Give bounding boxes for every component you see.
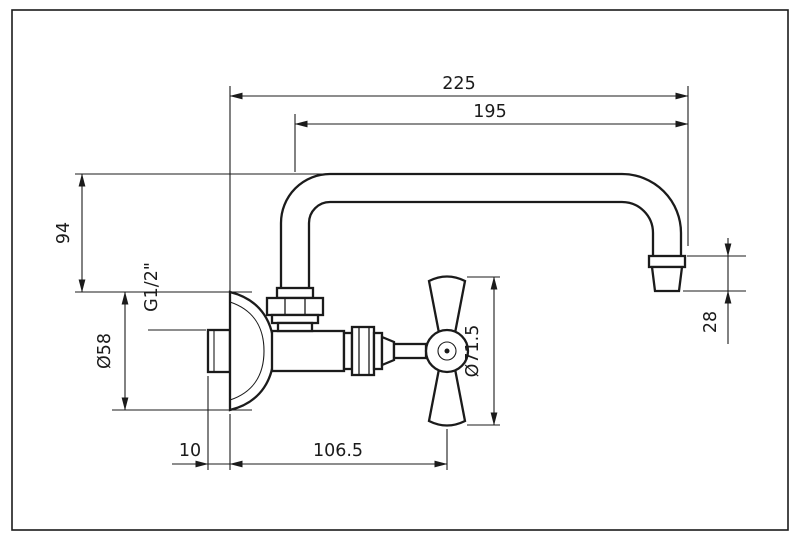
dim-label-flange-diameter: Ø58 <box>95 333 115 369</box>
dim-label-handle-diameter: Ø71.5 <box>463 325 483 378</box>
handle-hub-inner <box>437 341 457 361</box>
handle-stem <box>392 342 428 360</box>
dim-label-thread-size: G1/2" <box>142 262 162 312</box>
handle-screw-dot <box>444 348 450 354</box>
dim-label-outlet-length: 28 <box>701 311 721 333</box>
junction-collar <box>275 286 315 300</box>
spout-tube <box>279 172 683 288</box>
cross-handle <box>424 275 470 427</box>
extension-lines <box>75 86 746 470</box>
flange-inner-line <box>229 301 265 401</box>
inlet-pipe <box>206 328 232 374</box>
spout-inner-outline <box>307 200 655 288</box>
spout-aerator <box>647 254 687 293</box>
spout-outer-outline <box>279 172 683 288</box>
dimension-lines <box>78 92 732 468</box>
valve-body <box>270 329 346 373</box>
handle-top-arm <box>427 275 467 337</box>
junction-base <box>276 321 314 333</box>
bonnet-nut <box>350 325 376 377</box>
aerator-collar <box>647 254 687 269</box>
dim-label-spout-reach: 195 <box>473 102 506 122</box>
drawing-border <box>11 9 789 531</box>
spout-junction <box>265 286 325 333</box>
bonnet-cone <box>380 335 396 367</box>
aerator-body <box>650 265 684 293</box>
dim-label-handle-distance: 106.5 <box>313 441 363 461</box>
junction-ring <box>270 313 320 325</box>
inlet-pipe-body <box>206 328 232 374</box>
dim-label-spout-height: 94 <box>54 222 74 244</box>
dim-label-wall-offset: 10 <box>179 441 201 461</box>
junction-nut <box>265 296 325 317</box>
handle-bottom-arm <box>427 365 467 427</box>
valve-bonnet <box>342 325 428 377</box>
dim-label-overall-reach: 225 <box>442 74 475 94</box>
dimension-labels: 225 195 94 G1/2" Ø58 Ø71.5 28 10 106.5 <box>54 74 721 461</box>
faucet <box>206 172 687 427</box>
bonnet-ring <box>342 331 354 371</box>
bonnet-ring <box>372 331 384 371</box>
